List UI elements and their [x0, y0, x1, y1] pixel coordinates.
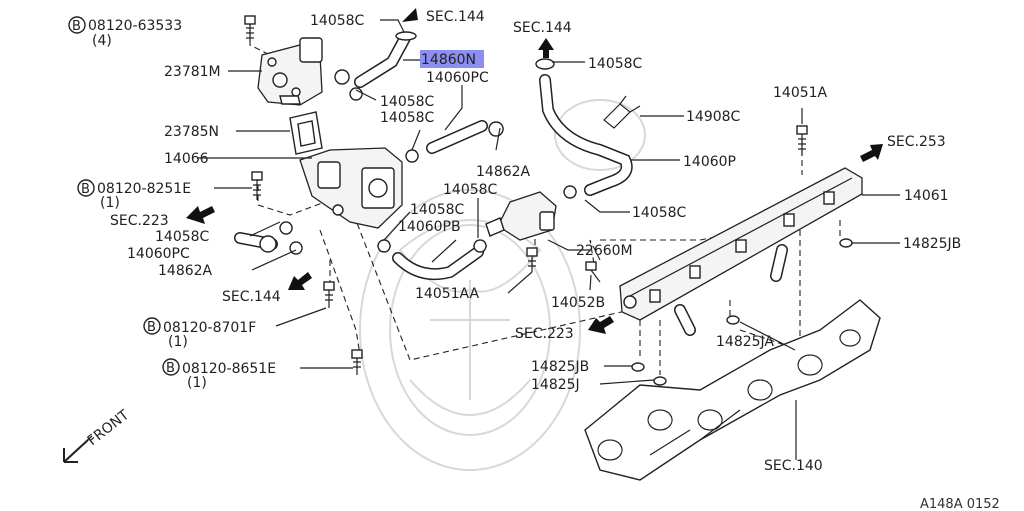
- label-14862a-a: 14862A: [158, 263, 213, 279]
- arrow-sec144-mid: [538, 38, 554, 58]
- label-23781m: 23781M: [164, 64, 221, 80]
- label-sec140: SEC.140: [764, 458, 823, 474]
- part-labels: 08120-63533 (4) 23781M 23785N 14066 0812…: [85, 9, 1000, 511]
- label-14058c-top: 14058C: [310, 13, 365, 29]
- arrow-sec223-right: [588, 316, 614, 334]
- front-arrow-icon: [63, 435, 93, 463]
- label-23785n: 23785N: [164, 124, 219, 140]
- bolt-08120-8651e: [351, 349, 363, 375]
- label-bolt-08120-8701f-qty: (1): [168, 334, 188, 350]
- bolt-08120-63533: [244, 15, 256, 42]
- label-sec144-top: SEC.144: [426, 9, 485, 25]
- label-14058c-b: 14058C: [380, 94, 435, 110]
- label-sec223-right: SEC.223: [515, 326, 574, 342]
- part-22660m-sensor: [485, 191, 557, 241]
- label-14825ja: 14825JA: [716, 334, 774, 350]
- label-front: FRONT: [85, 407, 133, 449]
- label-bolt-08120-8701f: 08120-8701F: [163, 320, 256, 336]
- label-bolt-08120-8251e-qty: (1): [100, 195, 120, 211]
- part-14060pc-hose-mid: [405, 120, 504, 163]
- arrow-sec144-left: [288, 272, 312, 290]
- part-sec140-manifold: [584, 299, 881, 481]
- bolt-14052b: [585, 261, 601, 283]
- label-bolt-08120-63533: 08120-63533: [88, 18, 182, 34]
- bolt-08120-8251e: [251, 171, 263, 200]
- part-14860n-hose: [334, 31, 417, 101]
- part-23785n-gasket: [289, 111, 323, 155]
- bolt-14051a: [796, 125, 808, 156]
- bolt-markers: B B B B: [68, 16, 180, 376]
- label-14060p: 14060P: [683, 154, 736, 170]
- o-rings: [631, 238, 853, 386]
- label-14058c-g: 14058C: [632, 205, 687, 221]
- label-ref-code: A148A 0152: [920, 497, 1000, 511]
- label-14060pb: 14060PB: [398, 219, 461, 235]
- label-14860n: 14860N: [421, 52, 476, 68]
- label-bolt-08120-8251e: 08120-8251E: [97, 181, 191, 197]
- label-14060pc-b: 14060PC: [426, 70, 489, 86]
- watermark-emblem: [359, 99, 646, 471]
- label-14058c-d: 14058C: [443, 182, 498, 198]
- label-sec144-mid: SEC.144: [513, 20, 572, 36]
- label-14825jb-b: 14825JB: [903, 236, 961, 252]
- label-14862a-b: 14862A: [476, 164, 531, 180]
- part-14060pb-hose: [377, 239, 487, 281]
- label-14058c-f: 14058C: [588, 56, 643, 72]
- label-14058c-e: 14058C: [410, 202, 465, 218]
- label-sec253: SEC.253: [887, 134, 946, 150]
- label-bolt-08120-63533-qty: (4): [92, 33, 112, 49]
- label-14066: 14066: [164, 151, 209, 167]
- svg-text:B: B: [72, 19, 81, 34]
- label-sec223-left: SEC.223: [110, 213, 169, 229]
- leader-lines: [197, 19, 900, 460]
- arrow-sec253: [860, 144, 883, 162]
- part-14066-housing: [299, 147, 403, 229]
- label-14061: 14061: [904, 188, 949, 204]
- label-sec144-left: SEC.144: [222, 289, 281, 305]
- svg-text:B: B: [147, 320, 156, 335]
- bolt-08120-8701f: [323, 281, 335, 308]
- bolt-14051aa: [526, 247, 538, 272]
- direction-arrows: [63, 8, 883, 463]
- arrow-sec144-top: [402, 8, 418, 22]
- label-bolt-08120-8651e-qty: (1): [187, 375, 207, 391]
- label-14060pc-a: 14060PC: [127, 246, 190, 262]
- arrow-sec223-left: [186, 206, 215, 224]
- part-14061-rail: [619, 167, 863, 336]
- label-14825j: 14825J: [531, 377, 580, 393]
- svg-text:B: B: [166, 361, 175, 376]
- label-14058c-a: 14058C: [155, 229, 210, 245]
- label-14908c: 14908C: [686, 109, 741, 125]
- label-14052b: 14052B: [551, 295, 605, 311]
- part-14908c-clip: [603, 95, 641, 129]
- label-14051aa: 14051AA: [415, 286, 480, 302]
- label-14058c-c: 14058C: [380, 110, 435, 126]
- svg-text:B: B: [81, 182, 90, 197]
- label-bolt-08120-8651e: 08120-8651E: [182, 361, 276, 377]
- part-14060p-hose: [535, 58, 633, 199]
- label-14825jb-a: 14825JB: [531, 359, 589, 375]
- part-23781m-valve: [257, 37, 323, 106]
- highlight-14860n: [420, 50, 484, 68]
- label-14051a: 14051A: [773, 85, 828, 101]
- label-22660m: 22660M: [576, 243, 633, 259]
